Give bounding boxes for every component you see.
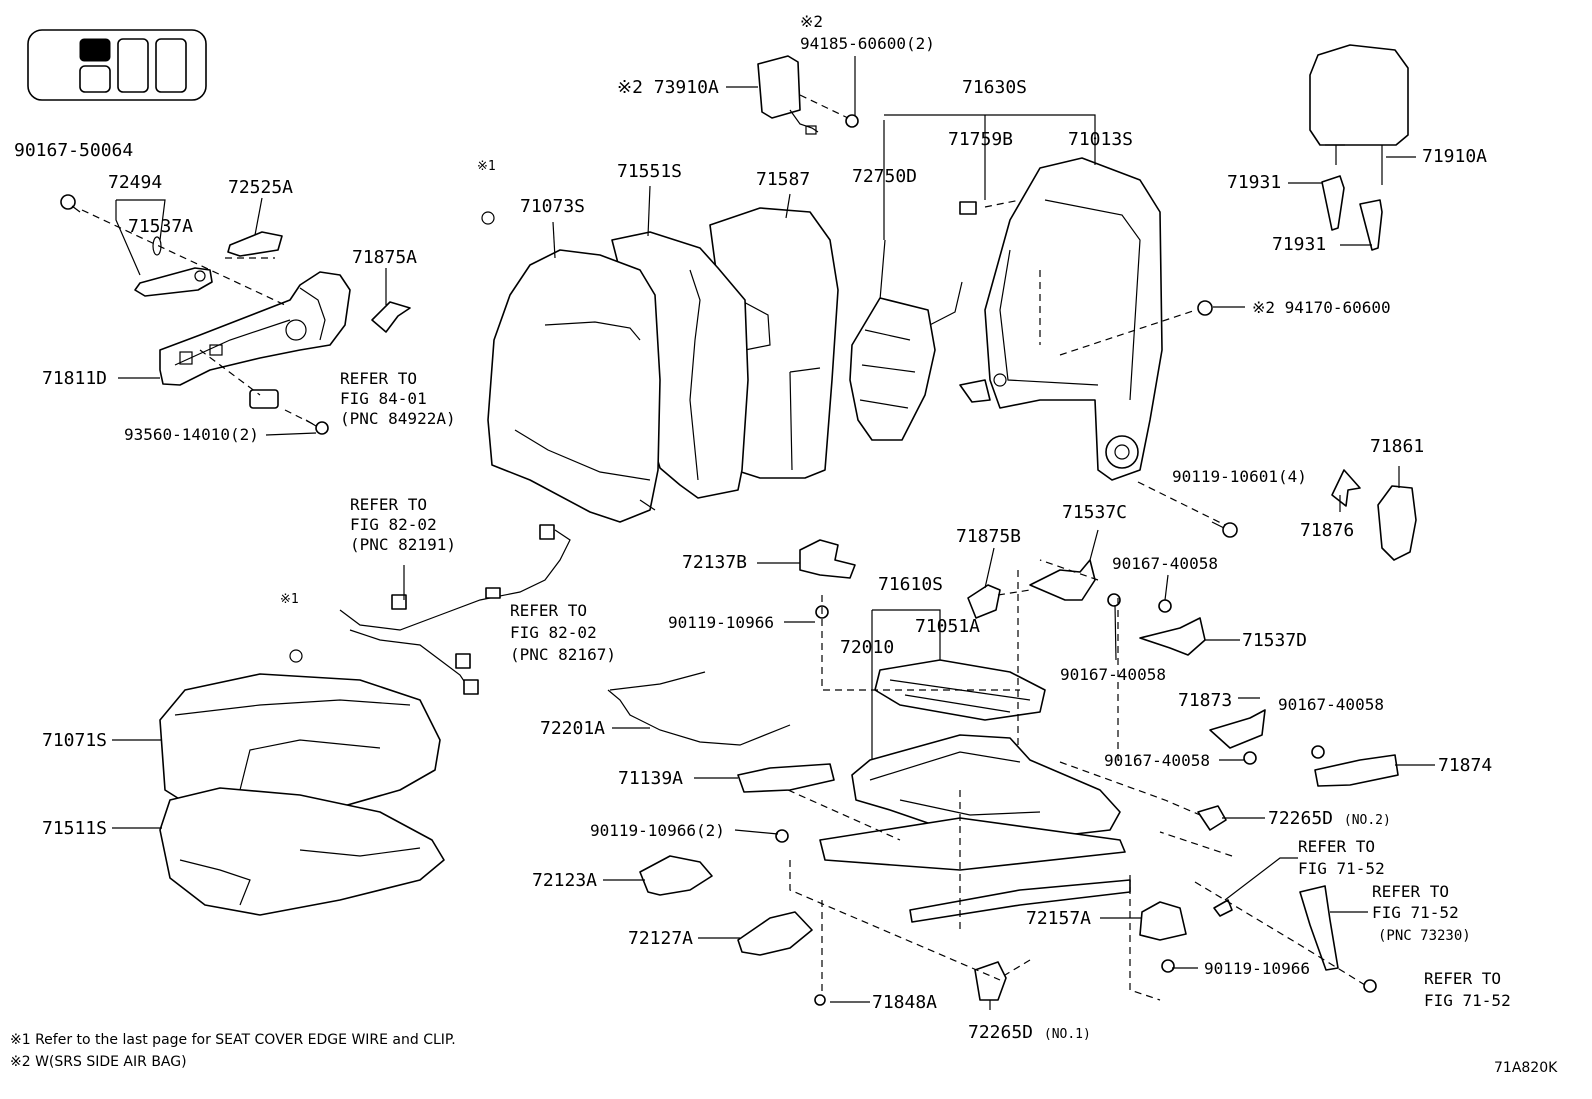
label-71073S: 71073S xyxy=(520,196,585,217)
label-72265D-no1-suffix: (NO.1) xyxy=(1044,1027,1091,1042)
label-94170-60600: ※2 94170-60600 xyxy=(1252,298,1391,317)
footnote-2: ※2 W(SRS SIDE AIR BAG) xyxy=(10,1054,187,1070)
ref-fig-82-02-a-line3: (PNC 82191) xyxy=(350,535,456,554)
marker-note1-bottom: ※1 xyxy=(280,592,299,607)
label-71910A: 71910A xyxy=(1422,146,1487,167)
label-71139A: 71139A xyxy=(618,768,683,789)
label-72265D-no2: 72265D (NO.2) xyxy=(1268,808,1391,829)
label-72010: 72010 xyxy=(840,637,894,658)
ref-fig-82-02-a-line2: FIG 82-02 xyxy=(350,515,437,534)
label-72201A: 72201A xyxy=(540,718,605,739)
dashed-alignment-lines xyxy=(81,94,1366,1001)
ref-fig-71-52-c: REFER TO FIG 71-52 xyxy=(1424,969,1511,1010)
label-72127A: 72127A xyxy=(628,928,693,949)
label-72265D-no2-suffix: (NO.2) xyxy=(1344,813,1391,828)
ref-fig-84-01-line3: (PNC 84922A) xyxy=(340,409,456,428)
label-90167-40058-d: 90167-40058 xyxy=(1104,751,1210,770)
ref-fig-82-02-b-line2: FIG 82-02 xyxy=(510,623,597,642)
label-71875B: 71875B xyxy=(956,526,1021,547)
ref-fig-84-01-line1: REFER TO xyxy=(340,369,417,388)
headrest-drawing xyxy=(1309,44,1417,561)
ref-fig-71-52-b: REFER TO FIG 71-52 (PNC 73230) xyxy=(1372,882,1471,944)
label-72494: 72494 xyxy=(108,172,162,193)
label-71876: 71876 xyxy=(1300,520,1354,541)
label-71873: 71873 xyxy=(1178,690,1232,711)
label-71875A: 71875A xyxy=(352,247,417,268)
ref-fig-84-01: REFER TO FIG 84-01 (PNC 84922A) xyxy=(340,369,456,428)
diagram-code: 71A820K xyxy=(1494,1060,1558,1076)
ref-fig-71-52-c-line1: REFER TO xyxy=(1424,969,1501,988)
label-93560-14010: 93560-14010(2) xyxy=(124,425,259,444)
footnote-1: ※1 Refer to the last page for SEAT COVER… xyxy=(10,1032,456,1048)
ref-fig-71-52-c-line2: FIG 71-52 xyxy=(1424,991,1511,1010)
label-71811D: 71811D xyxy=(42,368,107,389)
side-airbag-drawing xyxy=(757,55,859,135)
label-73910A: ※2 73910A xyxy=(617,77,719,98)
label-71537A: 71537A xyxy=(128,216,193,237)
footnotes: ※1 Refer to the last page for SEAT COVER… xyxy=(10,1032,1558,1076)
label-72265D-no1-part: 72265D xyxy=(968,1022,1033,1043)
ref-fig-82-02-a: REFER TO FIG 82-02 (PNC 82191) xyxy=(350,495,456,554)
label-72123A: 72123A xyxy=(532,870,597,891)
label-90119-10966-a: 90119-10966 xyxy=(668,613,774,632)
marker-note1-top: ※1 xyxy=(477,159,496,174)
label-90167-40058-b: 90167-40058 xyxy=(1060,665,1166,684)
ref-fig-71-52-b-line3: (PNC 73230) xyxy=(1378,928,1471,944)
label-71931-lower: 71931 xyxy=(1272,234,1326,255)
ref-fig-71-52-a: REFER TO FIG 71-52 xyxy=(1298,837,1385,878)
label-90119-10601: 90119-10601(4) xyxy=(1172,467,1307,486)
label-71511S: 71511S xyxy=(42,818,107,839)
label-72525A: 72525A xyxy=(228,177,293,198)
leader-lines xyxy=(112,56,1435,1010)
part-labels: 90167-50064 72494 71537A 72525A 71875A 7… xyxy=(14,12,1511,1043)
ref-fig-71-52-a-line2: FIG 71-52 xyxy=(1298,859,1385,878)
label-71610S: 71610S xyxy=(878,574,943,595)
seat-location-indicator xyxy=(27,29,207,101)
wire-harness-drawing xyxy=(339,524,571,695)
recliner-adjuster-drawing xyxy=(849,239,963,441)
label-90119-10966-b: 90119-10966 xyxy=(1204,959,1310,978)
ref-fig-84-01-line2: FIG 84-01 xyxy=(340,389,427,408)
label-71013S: 71013S xyxy=(1068,129,1133,150)
ref-fig-71-52-a-line1: REFER TO xyxy=(1298,837,1375,856)
label-71537C: 71537C xyxy=(1062,502,1127,523)
label-94185-60600: ※2 94185-60600(2) xyxy=(800,12,935,53)
ref-fig-82-02-b-line3: (PNC 82167) xyxy=(510,645,616,664)
label-71630S: 71630S xyxy=(962,77,1027,98)
label-90167-40058-c: 90167-40058 xyxy=(1278,695,1384,714)
label-72137B: 72137B xyxy=(682,552,747,573)
label-72265D-no2-part: 72265D xyxy=(1268,808,1333,829)
label-72157A: 72157A xyxy=(1026,908,1091,929)
label-71051A: 71051A xyxy=(915,616,980,637)
label-71931-upper: 71931 xyxy=(1227,172,1281,193)
seat-cushion-drawing xyxy=(159,673,445,916)
bracket-parts-drawing xyxy=(289,211,1399,1006)
ref-fig-82-02-b-line1: REFER TO xyxy=(510,601,587,620)
label-71587: 71587 xyxy=(756,169,810,190)
label-94185-marker: ※2 xyxy=(800,12,823,31)
label-94185-part: 94185-60600(2) xyxy=(800,34,935,53)
label-71551S: 71551S xyxy=(617,161,682,182)
seatback-frame-drawing xyxy=(959,157,1238,538)
ref-fig-71-52-b-line2: FIG 71-52 xyxy=(1372,903,1459,922)
label-71071S: 71071S xyxy=(42,730,107,751)
side-shield-drawing xyxy=(60,194,411,435)
label-90119-10966-2: 90119-10966(2) xyxy=(590,821,725,840)
label-72265D-no1: 72265D (NO.1) xyxy=(968,1022,1091,1043)
ref-fig-82-02-b: REFER TO FIG 82-02 (PNC 82167) xyxy=(510,601,616,664)
label-72750D: 72750D xyxy=(852,166,917,187)
label-71759B: 71759B xyxy=(948,129,1013,150)
label-71537D: 71537D xyxy=(1242,630,1307,651)
ref-fig-71-52-b-line1: REFER TO xyxy=(1372,882,1449,901)
label-90167-40058-a: 90167-40058 xyxy=(1112,554,1218,573)
label-90167-50064: 90167-50064 xyxy=(14,140,133,161)
label-71874: 71874 xyxy=(1438,755,1492,776)
seatback-cover-drawings xyxy=(487,207,839,523)
cushion-frame-drawing xyxy=(819,659,1131,923)
label-71848A: 71848A xyxy=(872,992,937,1013)
ref-fig-82-02-a-line1: REFER TO xyxy=(350,495,427,514)
label-71861: 71861 xyxy=(1370,436,1424,457)
